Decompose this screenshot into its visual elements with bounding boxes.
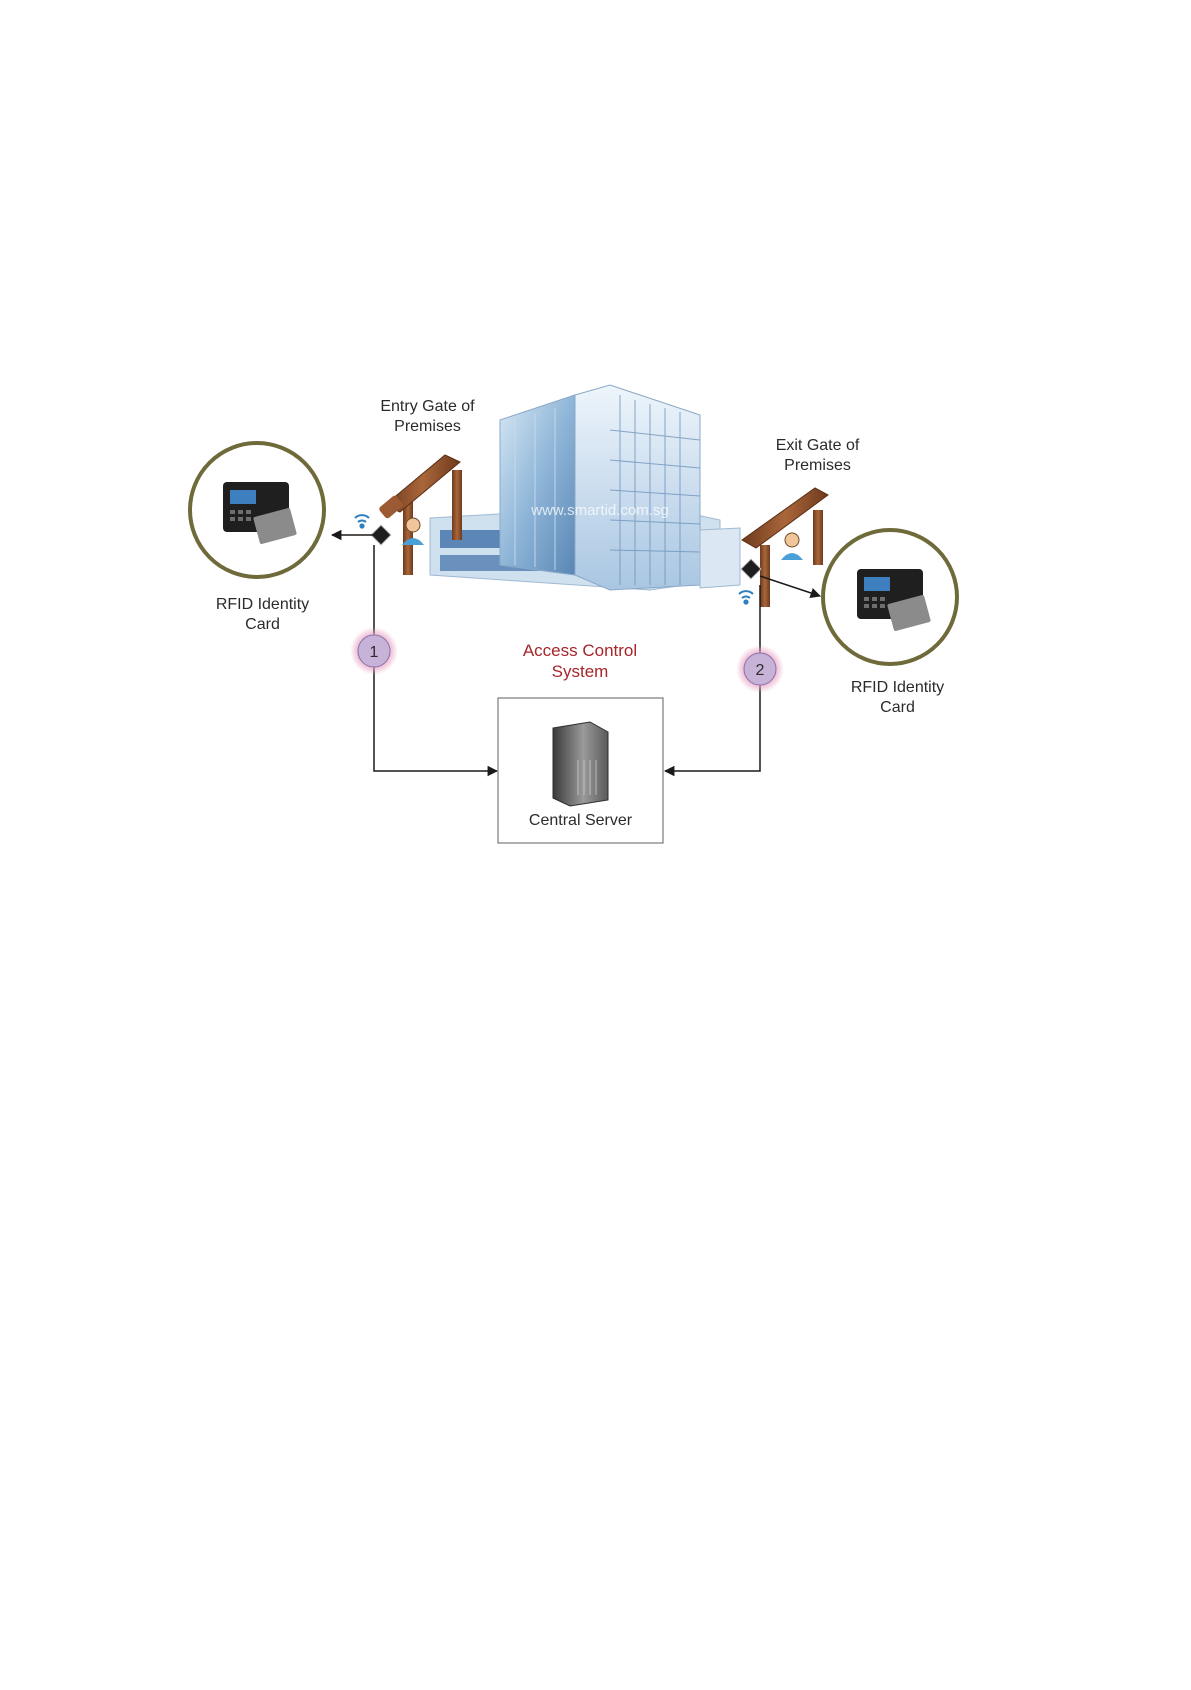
exit-rfid-reader-icon	[741, 559, 761, 579]
step-1-label: 1	[370, 644, 379, 661]
right-card-label-line2: Card	[835, 698, 960, 718]
left-card-label-line1: RFID Identity	[200, 595, 325, 615]
central-server-label-text: Central Server	[500, 811, 661, 831]
central-server-label: Central Server	[500, 811, 661, 831]
left-card-label-line2: Card	[200, 615, 325, 635]
access-control-system-label: Access Control System	[500, 640, 660, 682]
exit-gate-label: Exit Gate of Premises	[755, 436, 880, 476]
entry-gate-label-line1: Entry Gate of	[360, 397, 495, 417]
exit-gate-icon	[742, 488, 828, 607]
exit-gate-label-line2: Premises	[755, 456, 880, 476]
left-rfid-terminal-icon	[190, 443, 324, 577]
watermark-text: www.smartid.com.sg	[530, 502, 669, 519]
right-card-label: RFID Identity Card	[835, 678, 960, 718]
step-2-badge: 2	[736, 645, 784, 693]
right-rfid-terminal-icon	[823, 530, 957, 664]
right-card-label-line1: RFID Identity	[835, 678, 960, 698]
exit-wifi-icon	[739, 591, 753, 603]
entry-wifi-icon	[355, 515, 369, 527]
access-control-system-line2: System	[500, 661, 660, 682]
entry-gate-label: Entry Gate of Premises	[360, 397, 495, 437]
entry-rfid-reader-icon	[371, 525, 391, 545]
server-tower-icon	[553, 722, 608, 806]
left-card-label: RFID Identity Card	[200, 595, 325, 635]
exit-gate-label-line1: Exit Gate of	[755, 436, 880, 456]
access-control-system-line1: Access Control	[500, 640, 660, 661]
entry-gate-label-line2: Premises	[360, 417, 495, 437]
step-2-label: 2	[756, 662, 765, 679]
exit-person-icon	[781, 533, 803, 560]
step-1-badge: 1	[350, 627, 398, 675]
